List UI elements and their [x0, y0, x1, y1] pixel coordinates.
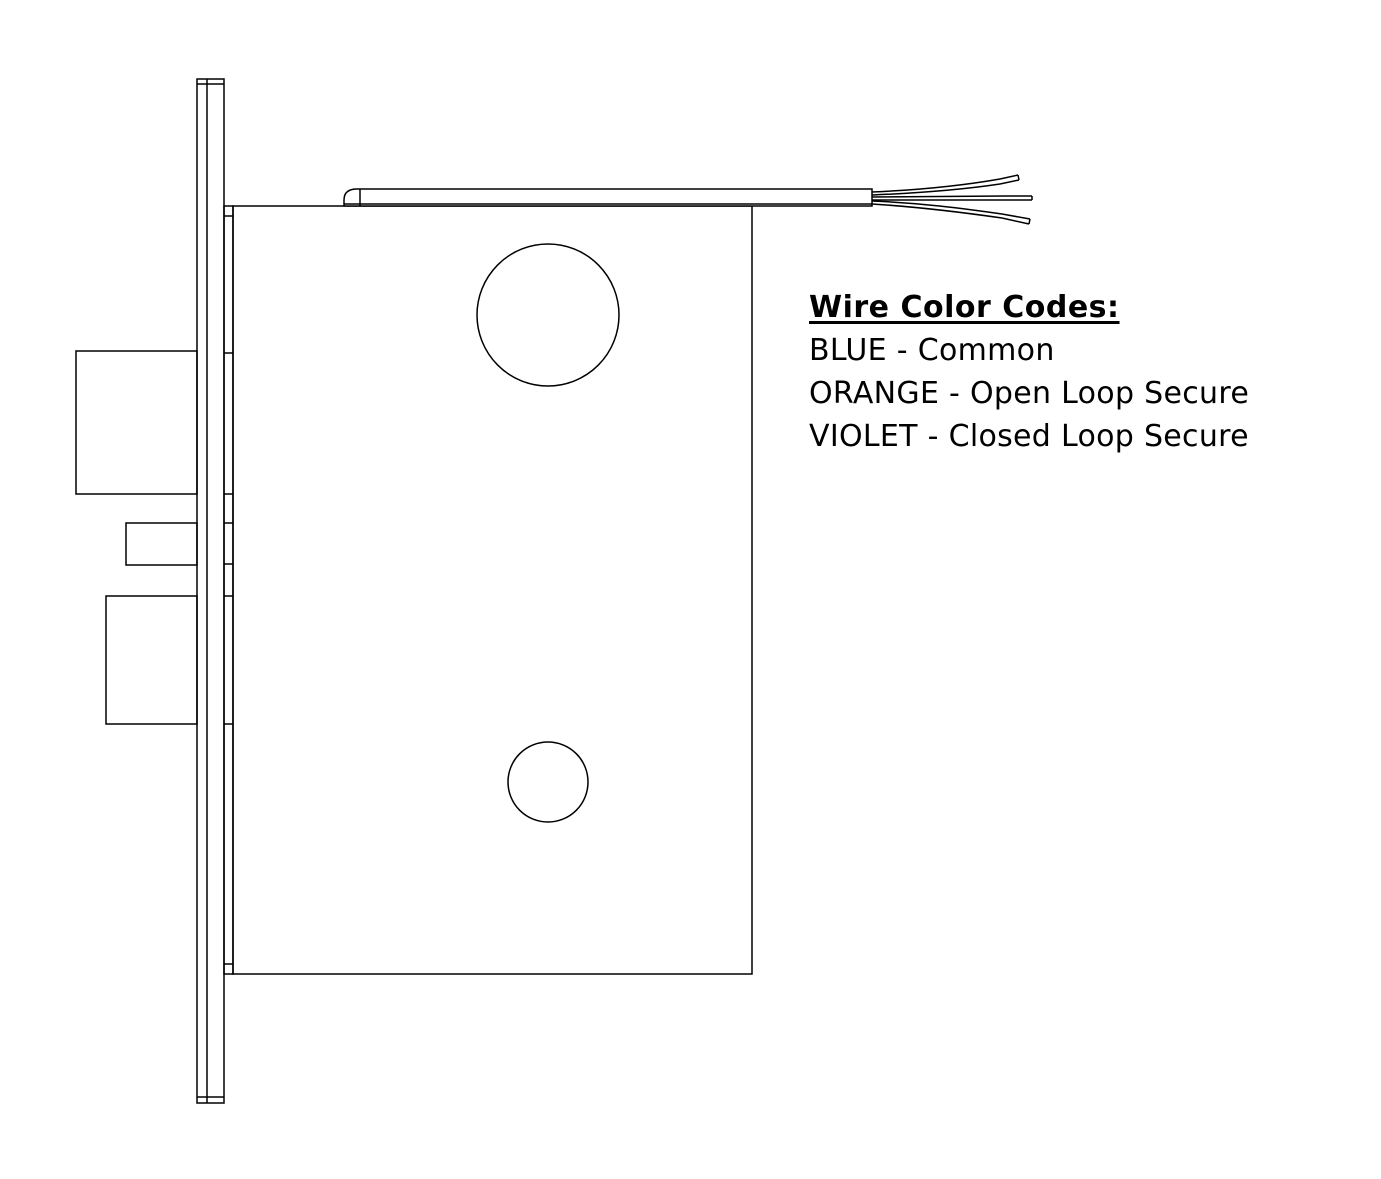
case-mounting-strip — [223, 205, 234, 975]
deadbolt — [105, 595, 198, 725]
faceplate — [196, 78, 225, 1104]
wire-sheath — [343, 188, 873, 207]
legend-title: Wire Color Codes: — [809, 290, 1120, 325]
lock-case-body — [232, 205, 753, 975]
legend-entry-violet: VIOLET - Closed Loop Secure — [809, 419, 1249, 454]
wire-color-legend: Wire Color Codes: BLUE - Common ORANGE -… — [809, 286, 1369, 458]
legend-entry-orange: ORANGE - Open Loop Secure — [809, 376, 1250, 411]
legend-entry-blue: BLUE - Common — [809, 333, 1055, 368]
spindle-hub-hole — [507, 741, 589, 823]
cylinder-hole — [476, 243, 620, 387]
wire-leads — [871, 174, 1033, 225]
latch-bolt — [75, 350, 198, 495]
auxiliary-latch — [125, 522, 198, 566]
